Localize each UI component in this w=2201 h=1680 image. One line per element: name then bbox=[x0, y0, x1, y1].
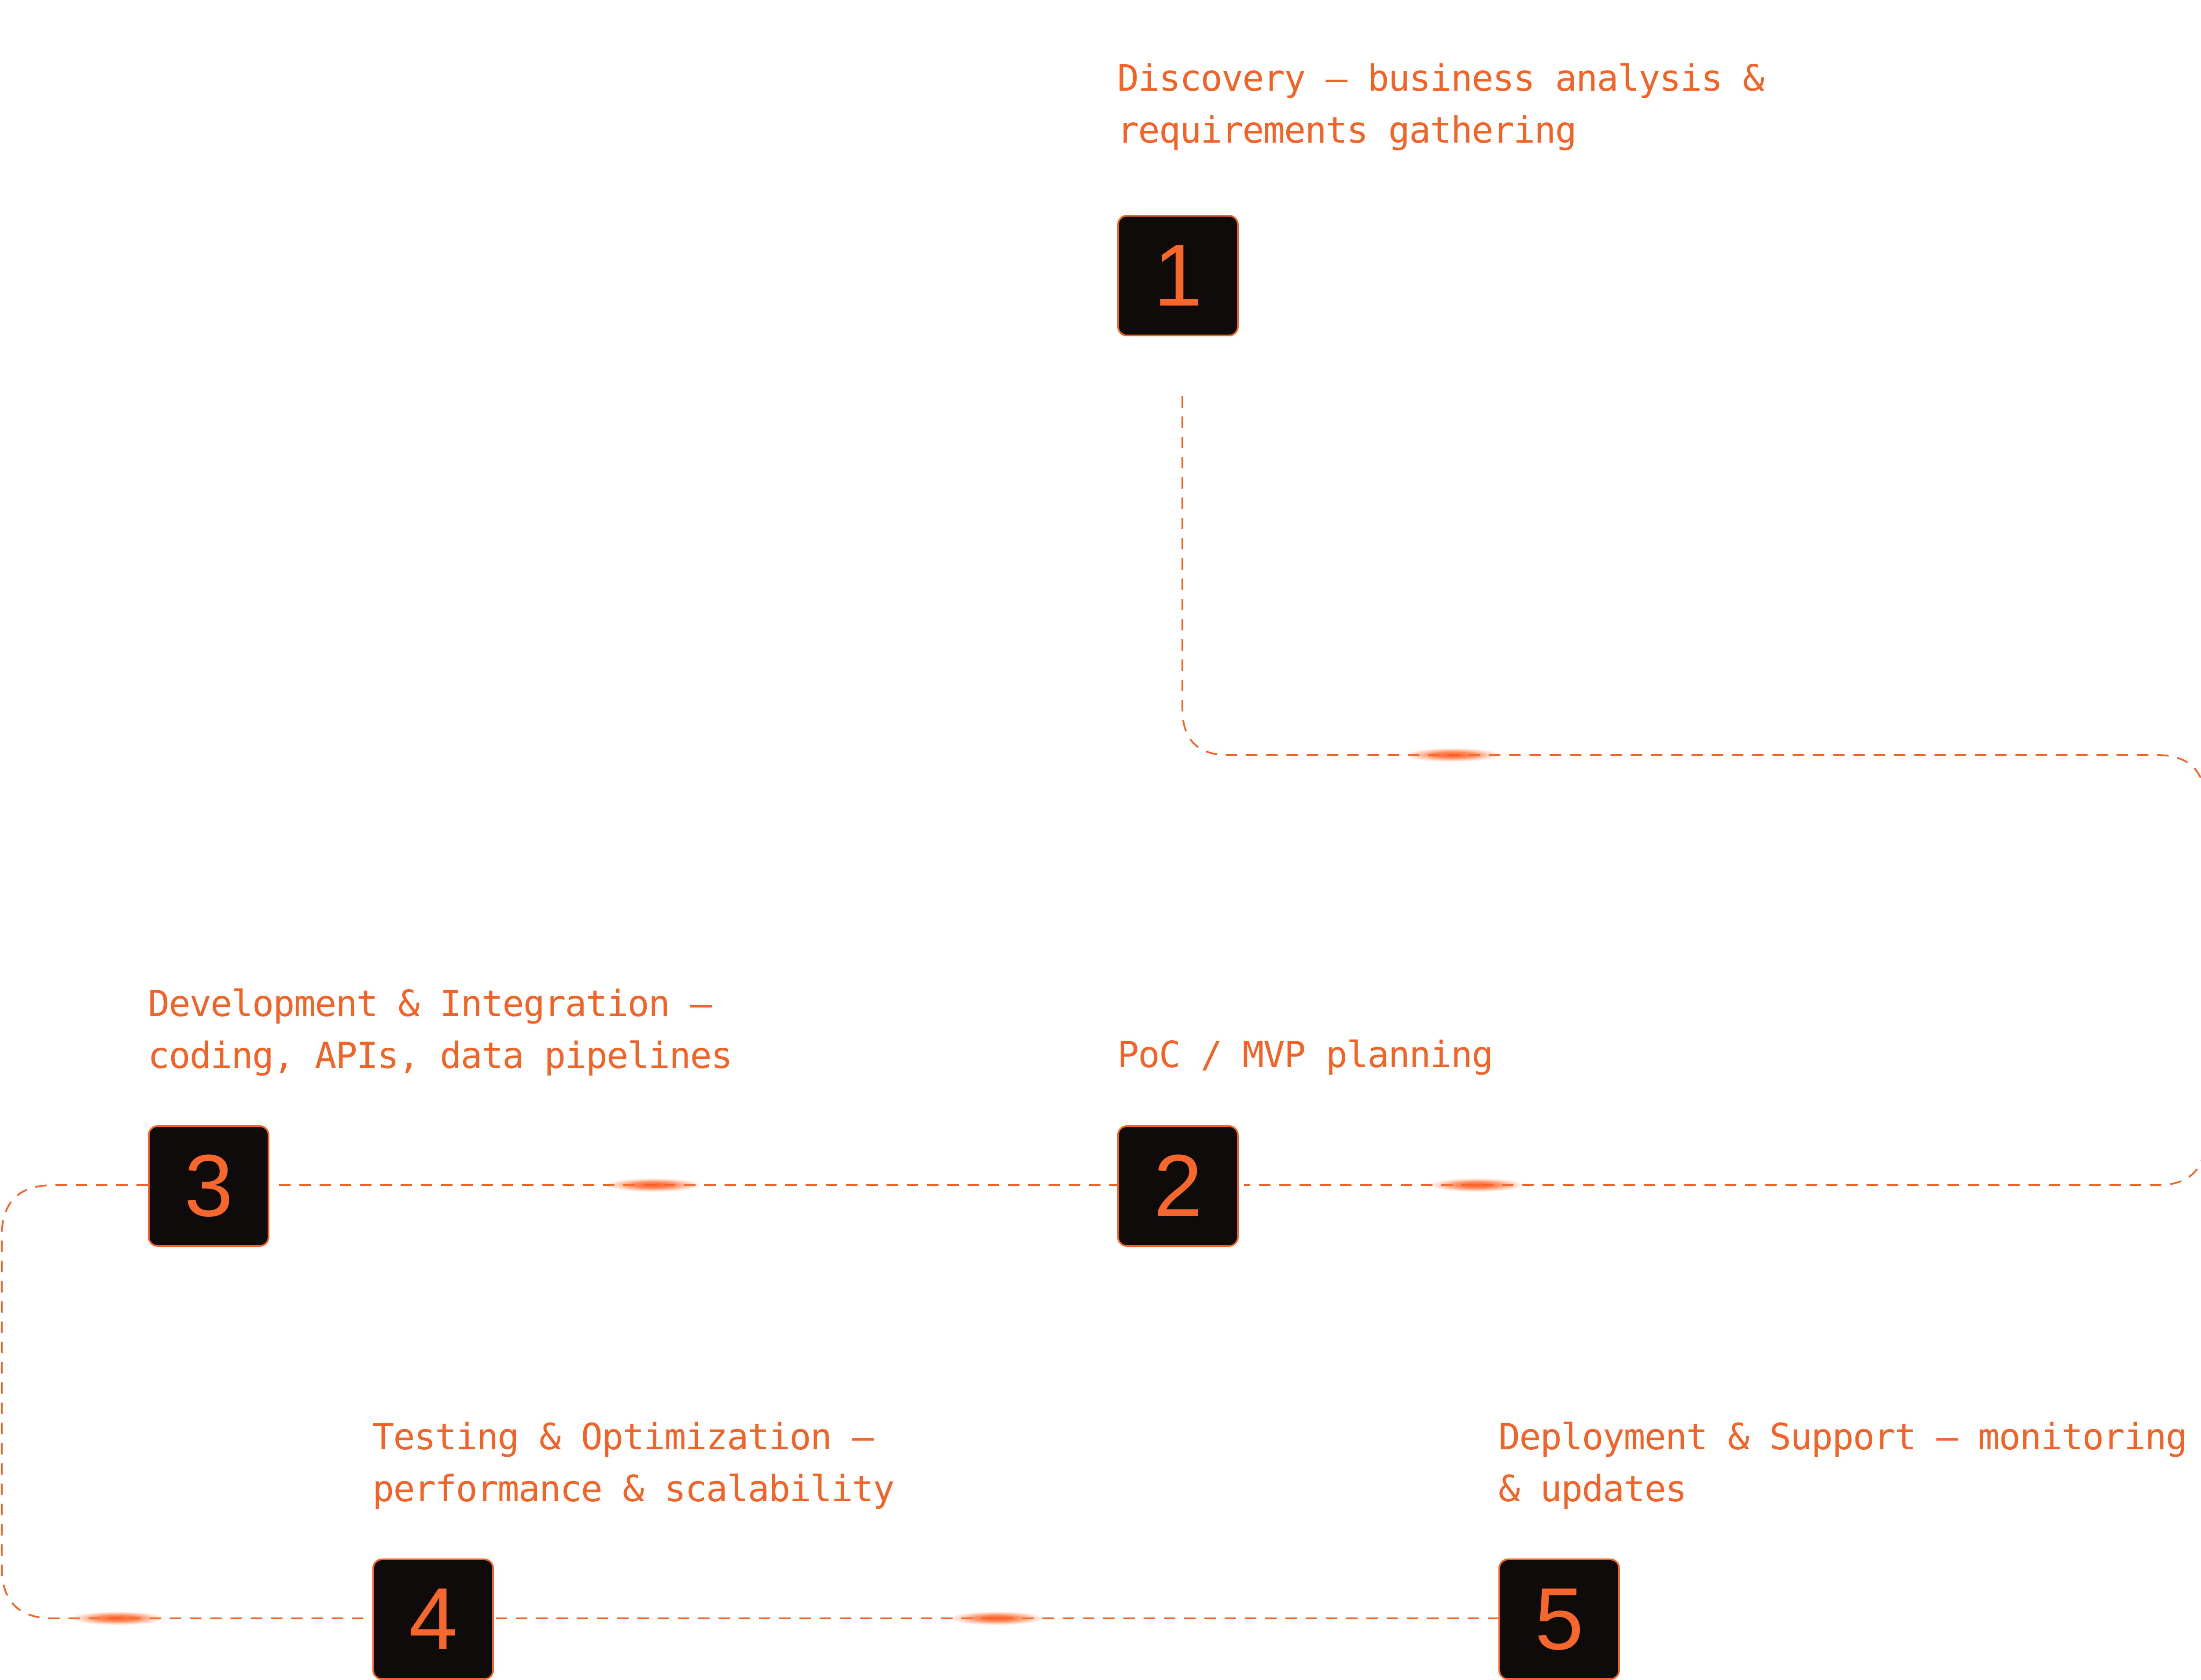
step-3-label: Development & Integration – coding, APIs… bbox=[148, 978, 732, 1082]
step-1-label-line-2: requirements gathering bbox=[1117, 110, 1577, 151]
step-1-label-line-1: Discovery – business analysis & bbox=[1117, 58, 1764, 99]
path-glow bbox=[1404, 748, 1501, 762]
step-2-label-line-1: PoC / MVP planning bbox=[1117, 1034, 1494, 1076]
step-5-label: Deployment & Support – monitoring & upda… bbox=[1498, 1411, 2187, 1515]
step-3-number: 3 bbox=[184, 1137, 233, 1235]
step-2-box: 2 bbox=[1117, 1125, 1239, 1247]
path-glow bbox=[1428, 1178, 1525, 1192]
connector-3-to-4 bbox=[1, 1184, 372, 1619]
step-1-number: 1 bbox=[1153, 226, 1203, 324]
step-3-label-line-1: Development & Integration – bbox=[148, 983, 712, 1025]
step-5-box: 5 bbox=[1498, 1558, 1620, 1680]
step-5-label-line-1: Deployment & Support – monitoring bbox=[1498, 1416, 2187, 1458]
connector-1-to-2 bbox=[1181, 396, 2201, 1186]
step-4-label-line-2: performance & scalability bbox=[372, 1468, 894, 1510]
step-1-box: 1 bbox=[1117, 215, 1239, 336]
path-glow bbox=[605, 1178, 702, 1192]
step-4-label-line-1: Testing & Optimization – bbox=[372, 1416, 874, 1458]
step-2-label: PoC / MVP planning bbox=[1117, 1029, 1494, 1081]
step-3-box: 3 bbox=[148, 1125, 269, 1247]
step-4-number: 4 bbox=[409, 1570, 458, 1668]
step-5-number: 5 bbox=[1535, 1570, 1584, 1668]
step-2-number: 2 bbox=[1153, 1137, 1203, 1235]
path-glow bbox=[949, 1611, 1045, 1625]
step-1-label: Discovery – business analysis & requirem… bbox=[1117, 53, 1764, 157]
step-4-box: 4 bbox=[372, 1558, 494, 1680]
step-5-label-line-2: & updates bbox=[1498, 1468, 1687, 1510]
step-4-label: Testing & Optimization – performance & s… bbox=[372, 1411, 894, 1515]
step-3-label-line-2: coding, APIs, data pipelines bbox=[148, 1035, 732, 1077]
path-glow bbox=[70, 1611, 166, 1625]
